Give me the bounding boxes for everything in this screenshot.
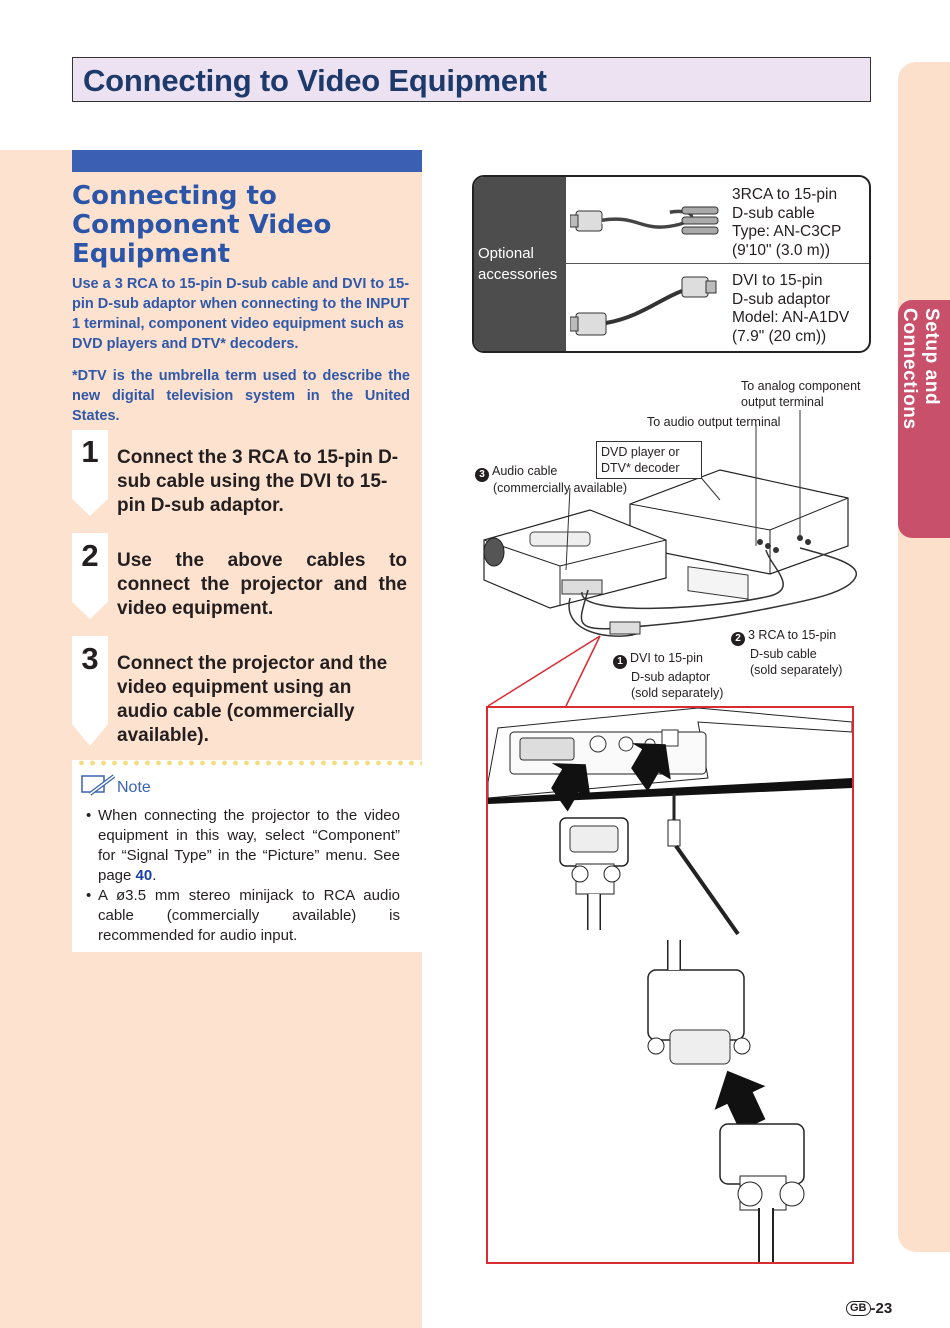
note-dotted-border [76,760,422,766]
analog-terminal-label: To analog component output terminal [741,378,871,410]
optional-accessories-box: Optional accessories 3RCA to 15-pin D-su… [472,175,871,353]
section-intro: Use a 3 RCA to 15-pin D-sub cable and DV… [72,274,410,354]
page-link-40[interactable]: 40 [136,867,153,884]
note-label: Note [117,779,151,797]
side-tab-label: Setup and Connections [900,308,940,530]
note-list: When connecting the projector to the vid… [86,806,400,946]
accessories-divider [566,263,871,264]
dvi-adaptor-image [570,269,730,347]
side-tab [898,62,950,1252]
detail-illustration [488,708,852,1262]
step-2-number: 2 [72,538,108,574]
page-title-box: Connecting to Video Equipment [72,57,871,102]
step-3-number: 3 [72,641,108,677]
dtv-footnote: *DTV is the umbrella term used to descri… [72,366,410,426]
audio-terminal-label: To audio output terminal [647,414,780,430]
note-pencil-icon [80,772,116,798]
accessory-1-text: 3RCA to 15-pin D-sub cable Type: AN-C3CP… [732,186,841,260]
step-1-number: 1 [72,434,108,470]
section-header-bar [72,150,422,172]
page-title: Connecting to Video Equipment [83,63,547,99]
dvd-player-box-label: DVD player or DTV* decoder [596,441,702,479]
step-3-text: Connect the projector and the video equi… [117,652,407,748]
note-item: A ø3.5 mm stereo minijack to RCA audio c… [86,886,400,946]
section-title: Connecting to Component Video Equipment [72,182,412,269]
accessories-label: Optional accessories [478,243,564,285]
page-number: GB-23 [846,1300,892,1317]
step-1-text: Connect the 3 RCA to 15-pin D-sub cable … [117,446,407,518]
accessory-2-text: DVI to 15-pin D-sub adaptor Model: AN-A1… [732,272,849,346]
region-badge: GB [846,1301,871,1316]
audio-cable-note: (commercially available) [493,480,627,496]
step-2-text: Use the above cables to connect the proj… [117,549,407,621]
note-item: When connecting the projector to the vid… [86,806,400,886]
rca-cable-image [570,191,730,249]
